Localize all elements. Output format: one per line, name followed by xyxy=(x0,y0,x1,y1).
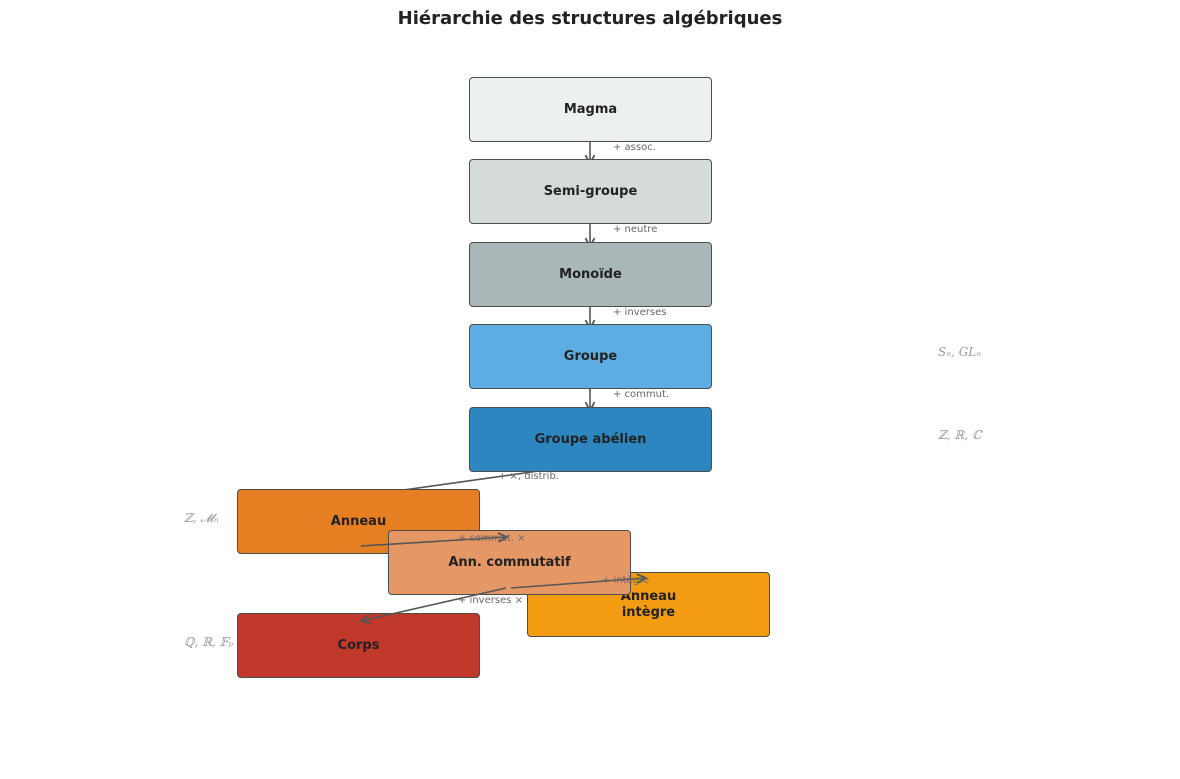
example-anneau: ℤ, 𝓜ₙ xyxy=(184,511,219,525)
edge-ann-commutatif-anneau-integre xyxy=(510,578,646,589)
node-corps-label: Corps xyxy=(337,637,380,653)
node-monoide: Monoïde xyxy=(469,242,712,307)
node-ann-commutatif: Ann. commutatif xyxy=(388,530,631,595)
edge-label-neutre: + neutre xyxy=(613,224,658,235)
node-groupe-abelien-label: Groupe abélien xyxy=(534,431,647,447)
node-magma-label: Magma xyxy=(563,101,618,117)
edge-label-assoc: + assoc. xyxy=(613,142,656,153)
example-groupe-abelien: ℤ, ℝ, ℂ xyxy=(938,428,982,442)
edge-ann-commutatif-corps xyxy=(361,587,507,621)
edge-label-integre: + intègre xyxy=(602,575,650,586)
edge-label-inverses: + inverses xyxy=(613,307,667,318)
diagram-title: Hiérarchie des structures algébriques xyxy=(397,8,783,29)
node-monoide-label: Monoïde xyxy=(559,266,622,282)
edge-label-commut: + commut. xyxy=(613,389,670,400)
example-groupe: Sₙ, GLₙ xyxy=(938,345,982,359)
edge-anneau-ann-commutatif xyxy=(360,537,507,547)
node-magma: Magma xyxy=(469,77,712,142)
node-ann-commutatif-label: Ann. commutatif xyxy=(448,554,571,570)
node-groupe-abelien: Groupe abélien xyxy=(469,407,712,472)
node-anneau-label: Anneau xyxy=(330,513,387,529)
edge-label-distrib: + ×, distrib. xyxy=(498,471,559,482)
node-groupe-label: Groupe xyxy=(563,348,618,364)
node-semi-groupe: Semi-groupe xyxy=(469,159,712,224)
example-corps: ℚ, ℝ, 𝔽ₚ xyxy=(184,635,234,649)
edge-label-commut-mult: + commut. × xyxy=(458,533,526,544)
edge-label-inverses-mult: + inverses × xyxy=(458,595,523,606)
node-groupe: Groupe xyxy=(469,324,712,389)
node-semi-groupe-label: Semi-groupe xyxy=(543,183,638,199)
node-anneau-integre-label: Anneau intègre xyxy=(620,588,677,620)
node-corps: Corps xyxy=(237,613,480,678)
